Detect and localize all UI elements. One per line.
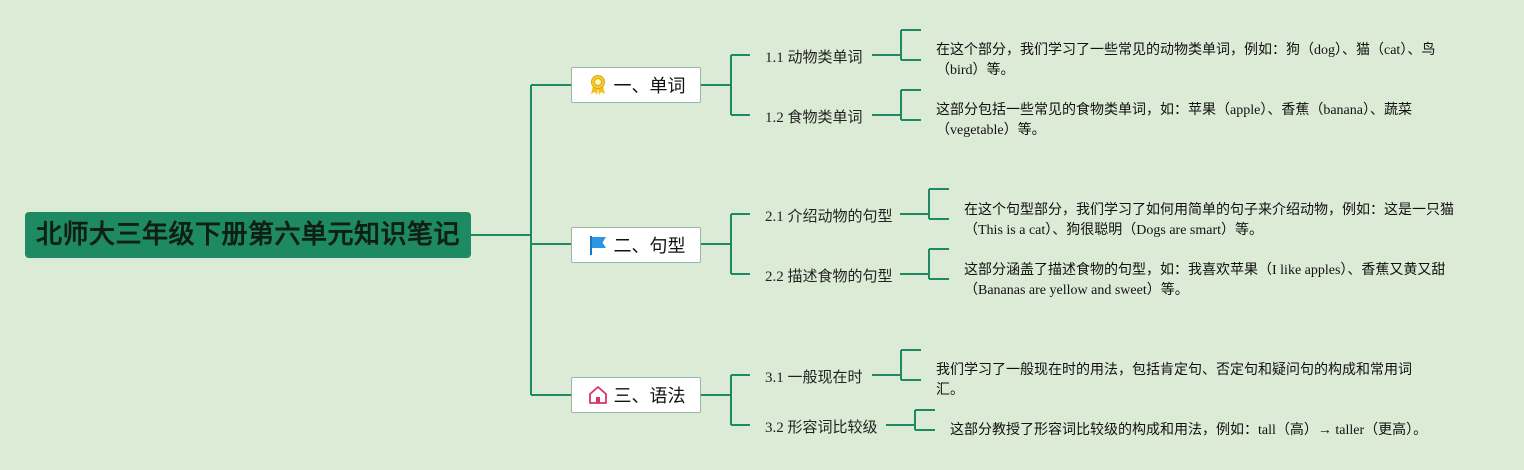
house-icon [587,384,609,406]
detail-1-2[interactable]: 这部分包括一些常见的食物类单词，如：苹果（apple）、香蕉（banana）、蔬… [936,103,1412,138]
section-label: 三、语法 [613,386,686,407]
detail-2-1[interactable]: 在这个句型部分，我们学习了如何用简单的句子来介绍动物，例如：这是一只猫（This… [964,203,1454,238]
detail-3-1[interactable]: 我们学习了一般现在时的用法，包括肯定句、否定句和疑问句的构成和常用词汇。 [936,363,1412,398]
award-ribbon-icon [587,74,609,96]
detail-2-2[interactable]: 这部分涵盖了描述食物的句型，如：我喜欢苹果（I like apples）、香蕉又… [964,263,1446,298]
subtopic-1-1[interactable]: 1.1 动物类单词 [765,50,863,66]
subtopic-3-2[interactable]: 3.2 形容词比较级 [765,420,878,436]
subtopic-3-1[interactable]: 3.1 一般现在时 [765,370,863,386]
detail-1-1[interactable]: 在这个部分，我们学习了一些常见的动物类单词，例如：狗（dog）、猫（cat）、鸟… [936,43,1436,78]
subtopic-2-2[interactable]: 2.2 描述食物的句型 [765,269,893,285]
section-sentence-patterns[interactable]: 二、句型 [571,227,701,263]
flag-icon [587,234,609,256]
section-vocabulary[interactable]: 一、单词 [571,67,701,103]
subtopic-2-1[interactable]: 2.1 介绍动物的句型 [765,209,893,225]
section-label: 一、单词 [613,76,686,97]
detail-3-2[interactable]: 这部分教授了形容词比较级的构成和用法，例如：tall（高）→ taller（更高… [950,423,1428,438]
root-topic[interactable]: 北师大三年级下册第六单元知识笔记 [25,212,471,258]
subtopic-1-2[interactable]: 1.2 食物类单词 [765,110,863,126]
section-grammar[interactable]: 三、语法 [571,377,701,413]
section-label: 二、句型 [613,236,686,257]
